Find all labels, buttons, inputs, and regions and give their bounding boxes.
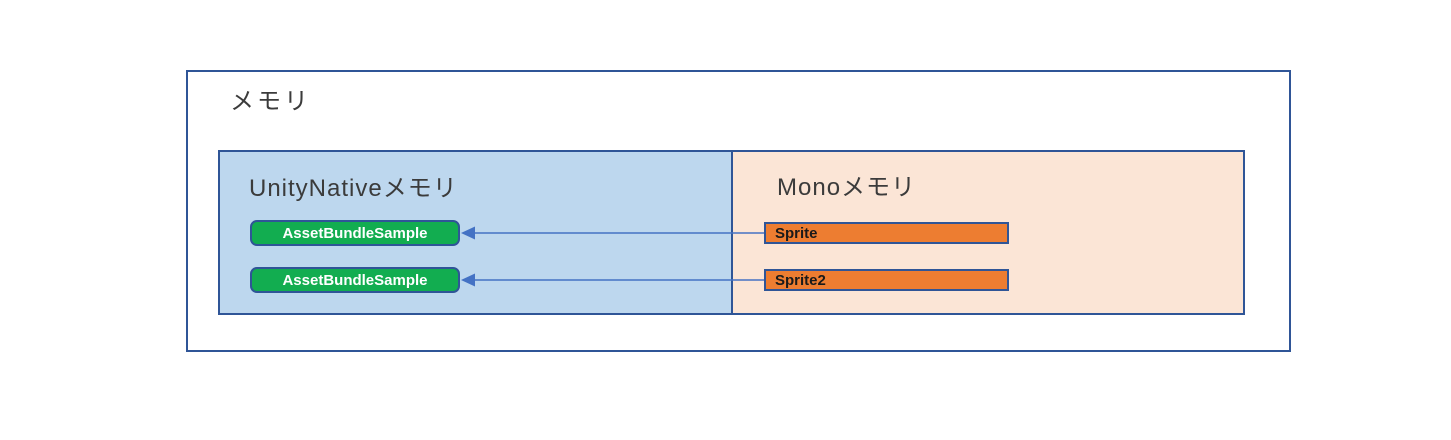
mono-memory-title: Monoメモリ	[777, 174, 917, 201]
sprite-node: Sprite	[764, 222, 1009, 244]
memory-title: メモリ	[230, 88, 311, 115]
asset-bundle-sample-node-1: AssetBundleSample	[250, 220, 460, 246]
asset-bundle-sample-node-2: AssetBundleSample	[250, 267, 460, 293]
unity-native-memory-title: UnityNativeメモリ	[249, 175, 458, 202]
sprite2-node: Sprite2	[764, 269, 1009, 291]
